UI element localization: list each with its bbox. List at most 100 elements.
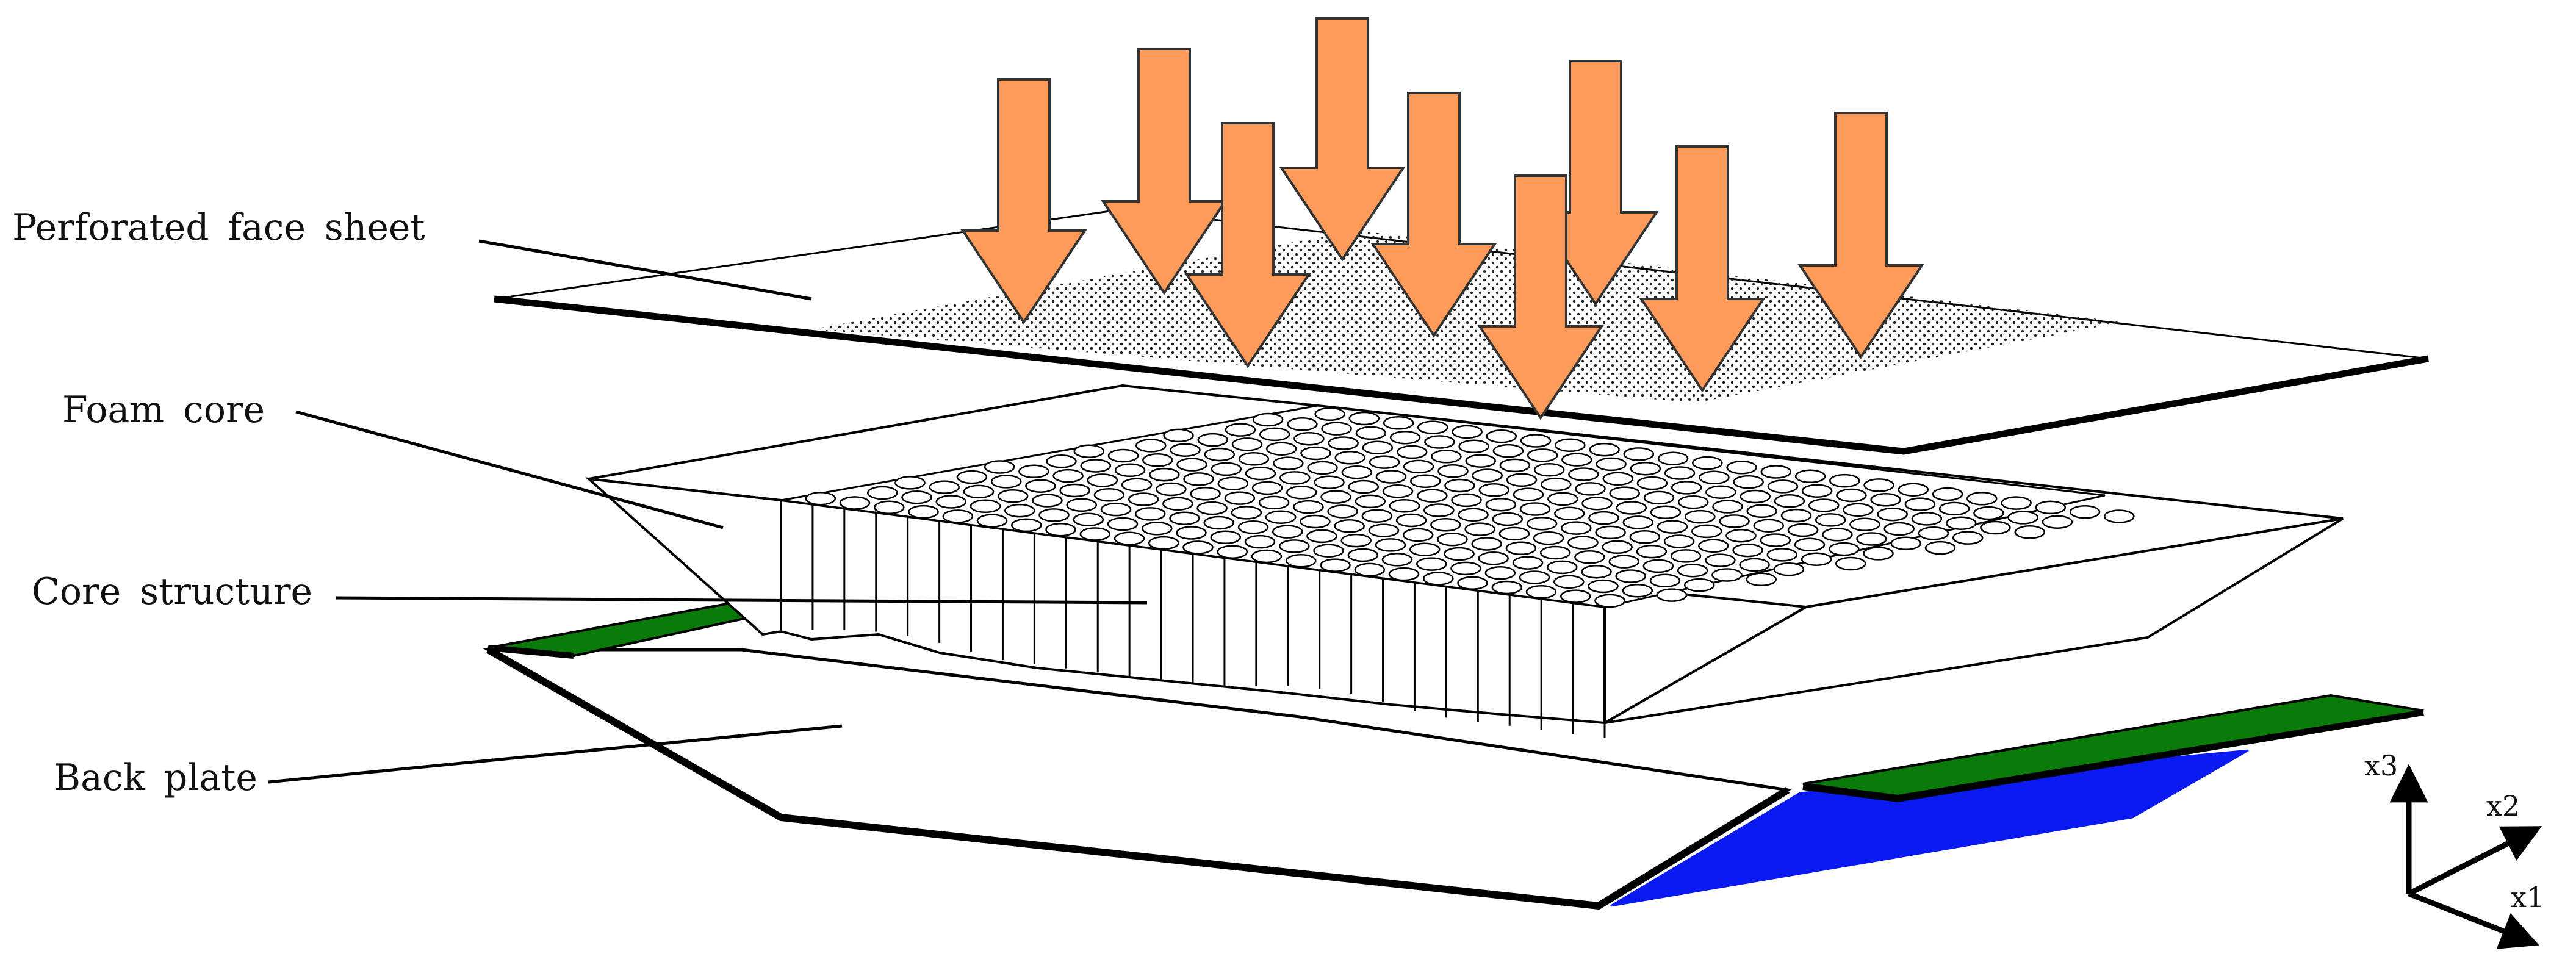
core-cell [1766, 548, 1798, 562]
core-cell [1547, 492, 1578, 506]
core-cell [1389, 498, 1420, 513]
core-cell [1705, 485, 1736, 499]
core-cell [1176, 458, 1207, 472]
core-cell [1546, 560, 1578, 575]
core-cell [1073, 444, 1105, 458]
core-cell [1732, 543, 1763, 558]
leader-face-sheet [478, 239, 812, 301]
core-cell [1025, 479, 1056, 493]
core-cell [867, 486, 898, 500]
core-cell [1265, 510, 1297, 524]
core-cell [1114, 463, 1146, 478]
core-cell [1683, 578, 1715, 592]
core-cell [1032, 494, 1063, 508]
core-cell [1725, 528, 1757, 543]
core-cell [1794, 537, 1826, 552]
core-cell [1945, 516, 1977, 530]
core-cell [1409, 542, 1441, 556]
core-cell [1677, 495, 1709, 509]
core-cell [1355, 426, 1387, 440]
core-cell [1066, 498, 1097, 512]
core-cell [1471, 537, 1502, 551]
core-cell [908, 504, 939, 519]
core-cell [1526, 517, 1558, 531]
core-cell [1217, 476, 1249, 490]
core-cell [1499, 458, 1531, 473]
core-cell [1417, 420, 1448, 434]
core-cell [1898, 483, 1929, 497]
core-cell [1307, 461, 1338, 475]
core-cell [1596, 457, 1627, 472]
arrow-down-icon [1477, 174, 1604, 420]
face-sheet-perforation-zone [811, 231, 2123, 403]
core-cell [1699, 470, 1730, 485]
core-cell [1512, 556, 1544, 570]
leader-back-plate [268, 724, 843, 784]
core-cell [1259, 427, 1290, 442]
core-cell [1629, 529, 1661, 544]
core-cell [1059, 483, 1090, 498]
core-cell [1863, 547, 1894, 561]
core-cell [1128, 492, 1159, 506]
core-cell [1856, 532, 1887, 546]
core-cell [1773, 562, 1805, 576]
core-cell [1423, 572, 1454, 586]
axis-label-x3: x3 [2364, 749, 2398, 782]
core-cell [1396, 445, 1428, 459]
core-cell [1663, 534, 1695, 548]
core-cell [1300, 446, 1331, 461]
core-cell [1265, 442, 1297, 456]
core-cell [963, 484, 995, 499]
arrow-down-icon [1797, 112, 1924, 359]
core-cell [1561, 453, 1592, 467]
core-cell [1093, 488, 1125, 502]
core-cell [1450, 561, 1481, 576]
core-cell [1197, 433, 1228, 447]
core-cell [1403, 459, 1434, 474]
core-cell [1801, 552, 1832, 566]
core-cell [1451, 493, 1482, 508]
core-cell [839, 496, 871, 510]
coordinate-axes [2389, 764, 2542, 949]
core-cell [1251, 481, 1283, 495]
core-cell [1685, 509, 1716, 524]
core-cell [1767, 479, 1799, 494]
core-cell [1225, 423, 1256, 437]
core-cell [1293, 431, 1325, 446]
core-cell [1004, 503, 1035, 518]
arrow-down-icon [1639, 145, 1766, 393]
core-cell [1656, 588, 1688, 602]
core-cell [1251, 549, 1283, 564]
core-cell [1581, 564, 1612, 579]
core-cell [1430, 518, 1461, 532]
core-cell [990, 475, 1022, 489]
core-cell [1553, 575, 1585, 589]
core-cell [1362, 440, 1394, 455]
core-cell [1314, 475, 1345, 489]
core-cell [1670, 549, 1702, 563]
core-cell [1348, 479, 1380, 494]
core-ribs [780, 500, 1606, 738]
core-cell [2042, 515, 2073, 529]
axis-label-x1: x1 [2511, 881, 2545, 914]
core-cell [1602, 540, 1633, 555]
core-cell [1636, 476, 1668, 490]
core-cell [1636, 544, 1668, 559]
core-cell [874, 500, 905, 515]
core-cell [1643, 490, 1675, 505]
label-core-structure: Core structure [32, 570, 313, 613]
label-perforated-face-sheet: Perforated face sheet [12, 206, 425, 249]
core-cell [1595, 525, 1626, 540]
core-cell [1444, 478, 1475, 493]
core-cell [1306, 529, 1337, 544]
core-cell [1245, 466, 1276, 481]
core-cell [1369, 455, 1400, 469]
core-cell [1341, 465, 1373, 479]
core-cell [1918, 526, 1949, 540]
core-cell [1780, 508, 1812, 523]
core-cell [1320, 490, 1351, 504]
core-cell [1162, 497, 1193, 511]
core-cell [1491, 580, 1523, 595]
core-cell [1286, 486, 1317, 500]
core-cell [1836, 488, 1867, 503]
